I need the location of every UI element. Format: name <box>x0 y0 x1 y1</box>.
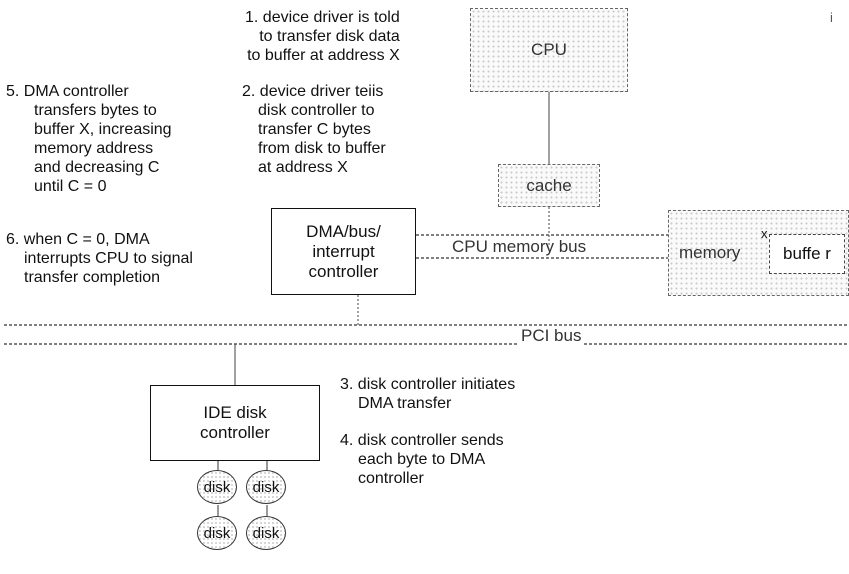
cpu-box: CPU <box>470 8 628 92</box>
step-3: 3. disk controller initiates DMA transfe… <box>340 375 515 413</box>
memory-label: memory <box>679 243 741 262</box>
cpu-label: CPU <box>531 40 567 59</box>
step-5-line-6: until C = 0 <box>34 178 107 195</box>
step-6-number: 6. <box>6 231 20 248</box>
disk-2: disk <box>246 470 286 504</box>
ide-label-line-1: IDE disk <box>203 403 267 422</box>
ide-disk-controller-box: IDE disk controller <box>150 385 320 461</box>
dma-label-line-1: DMA/bus/ <box>306 221 381 241</box>
step-6-line-3: transfer completion <box>24 269 161 286</box>
dma-controller-box: DMA/bus/ interrupt controller <box>271 208 416 295</box>
step-6: 6. when C = 0, DMA interrupts CPU to sig… <box>6 230 193 287</box>
buffer-box: buffe r <box>769 234 845 274</box>
step-5-line-2: transfers bytes to <box>34 102 157 119</box>
step-3-line-2: DMA transfer <box>358 395 452 412</box>
step-2-number: 2. <box>242 83 256 100</box>
step-5-line-5: and decreasing C <box>34 159 160 176</box>
disk-3-label: disk <box>203 524 231 542</box>
step-5-line-4: memory address <box>34 140 154 157</box>
step-2-line-4: from disk to buffer <box>258 140 386 157</box>
step-3-number: 3. <box>340 376 354 393</box>
step-5: 5. DMA controller transfers bytes to buf… <box>6 82 172 196</box>
step-6-line-1: when C = 0, DMA <box>23 231 150 248</box>
step-2-line-3: transfer C bytes <box>258 121 371 138</box>
step-5-number: 5. <box>6 83 20 100</box>
buffer-label: buffe r <box>783 244 831 263</box>
step-2: 2. device driver teiis disk controller t… <box>242 82 386 177</box>
step-4-number: 4. <box>340 432 354 449</box>
step-1-line-2: to transfer disk data <box>259 28 400 45</box>
dma-label-line-2: interrupt <box>312 241 375 261</box>
step-4-line-2: each byte to DMA <box>358 451 486 468</box>
step-3-line-1: disk controller initiates <box>357 376 516 393</box>
step-1-number: 1. <box>245 9 259 26</box>
step-2-line-1: device driver teiis <box>259 83 384 100</box>
ide-label-line-2: controller <box>200 423 270 442</box>
step-5-line-1: DMA controller <box>23 83 129 100</box>
disk-1-label: disk <box>203 478 231 496</box>
step-1-line-1: device driver is told <box>262 9 400 26</box>
step-2-line-2: disk controller to <box>258 102 375 119</box>
stray-mark: i <box>830 10 833 25</box>
disk-4-label: disk <box>252 524 280 542</box>
step-4-line-3: controller <box>358 470 424 487</box>
step-4: 4. disk controller sends each byte to DM… <box>340 431 504 488</box>
pci-bus-label: PCI bus <box>518 326 585 346</box>
disk-2-label: disk <box>252 478 280 496</box>
disk-1: disk <box>197 470 237 504</box>
step-6-line-2: interrupts CPU to signal <box>24 250 193 267</box>
cache-label: cache <box>526 175 572 195</box>
step-4-line-1: disk controller sends <box>357 432 504 449</box>
buffer-address-mark: x <box>761 226 768 241</box>
step-2-line-5: at address X <box>258 159 348 176</box>
disk-3: disk <box>197 516 237 550</box>
disk-4: disk <box>246 516 286 550</box>
dma-label-line-3: controller <box>308 261 379 281</box>
cpu-memory-bus-label: CPU memory bus <box>452 237 587 256</box>
cache-box: cache <box>498 164 600 207</box>
step-1: 1. device driver is told to transfer dis… <box>245 8 400 65</box>
step-5-line-3: buffer X, increasing <box>34 121 172 138</box>
step-1-line-3: to buffer at address X <box>247 47 400 64</box>
